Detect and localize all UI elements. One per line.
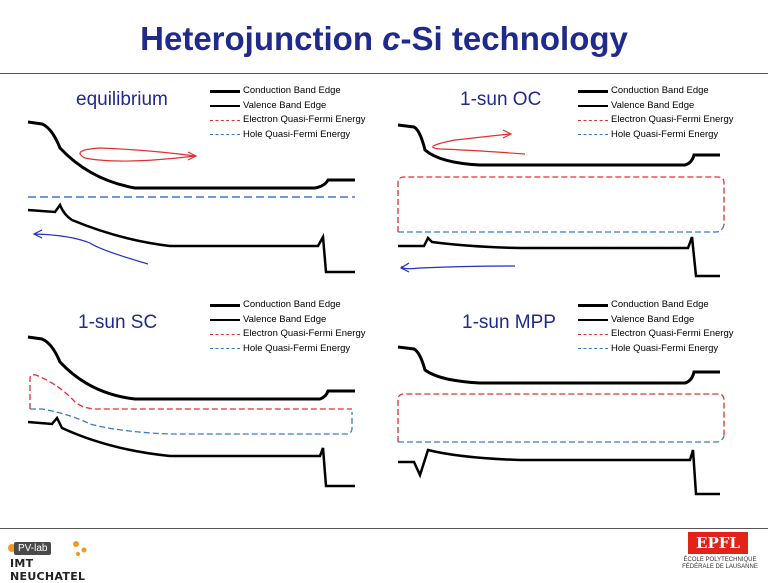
panel-label-oc: 1-sun OC — [460, 89, 542, 110]
electron-arrow — [79, 147, 196, 162]
legend-item: Hole Quasi-Fermi Energy — [210, 342, 365, 357]
panel-sc-diagram — [27, 335, 355, 488]
legend-item: Electron Quasi-Fermi Energy — [210, 113, 365, 128]
conduction-band-edge — [397, 123, 720, 167]
legend-equilibrium: Conduction Band Edge Valence Band Edge E… — [210, 84, 365, 142]
electron-arrow — [432, 133, 526, 155]
legend-item: Hole Quasi-Fermi Energy — [578, 342, 733, 357]
legend-item: Conduction Band Edge — [210, 298, 365, 313]
valence-band-edge — [27, 415, 355, 488]
hole-arrow-head — [32, 229, 43, 239]
footer-divider — [0, 528, 768, 529]
title-prefix: Heterojunction — [140, 20, 383, 57]
electron-quasi-fermi — [397, 176, 725, 232]
epfl-mark: EPFL — [688, 532, 748, 554]
electron-quasi-fermi — [29, 374, 352, 410]
hole-arrow — [34, 233, 149, 265]
panel-label-sc: 1-sun SC — [78, 312, 158, 333]
panel-mpp-diagram — [397, 345, 725, 496]
valence-band-edge — [27, 202, 355, 274]
page-title: Heterojunction c-Si technology — [0, 20, 768, 58]
title-suffix: -Si technology — [400, 20, 628, 57]
conduction-band-edge — [397, 345, 720, 385]
conduction-band-edge — [27, 120, 355, 190]
hole-quasi-fermi — [30, 408, 353, 435]
epfl-logo-icon: EPFL ÉCOLE POLYTECHNIQUE FÉDÉRALE DE LAU… — [678, 532, 764, 574]
epfl-text: ÉCOLE POLYTECHNIQUE FÉDÉRALE DE LAUSANNE — [682, 557, 758, 570]
electron-arrow-head — [502, 129, 513, 139]
legend-item: Hole Quasi-Fermi Energy — [578, 128, 733, 143]
legend-item: Conduction Band Edge — [578, 84, 733, 99]
panel-equilibrium-diagram — [27, 120, 355, 274]
legend-item: Electron Quasi-Fermi Energy — [578, 113, 733, 128]
legend-item: Valence Band Edge — [210, 313, 365, 328]
hole-quasi-fermi — [398, 435, 725, 443]
title-italic: c — [382, 20, 401, 57]
hole-arrow-head — [399, 262, 410, 273]
panel-oc-diagram — [397, 123, 725, 278]
legend-item: Hole Quasi-Fermi Energy — [210, 128, 365, 143]
electron-arrow-head — [187, 151, 198, 161]
hole-quasi-fermi — [398, 224, 725, 233]
legend-item: Valence Band Edge — [578, 313, 733, 328]
electron-quasi-fermi — [397, 393, 725, 442]
legend-item: Conduction Band Edge — [210, 84, 365, 99]
pvlab-text: PV-lab — [14, 542, 52, 555]
panel-label-equilibrium: equilibrium — [76, 89, 168, 110]
pvlab-logo-icon: PV-lab IMT NEUCHATEL — [6, 536, 96, 583]
legend-sc: Conduction Band Edge Valence Band Edge E… — [210, 298, 365, 356]
legend-item: Electron Quasi-Fermi Energy — [210, 327, 365, 342]
imt-text: IMT NEUCHATEL — [10, 557, 86, 583]
hole-arrow — [401, 265, 516, 270]
legend-oc: Conduction Band Edge Valence Band Edge E… — [578, 84, 733, 142]
legend-item: Valence Band Edge — [578, 99, 733, 114]
panel-label-mpp: 1-sun MPP — [462, 312, 556, 333]
legend-mpp: Conduction Band Edge Valence Band Edge E… — [578, 298, 733, 356]
valence-band-edge — [398, 235, 720, 278]
legend-item: Conduction Band Edge — [578, 298, 733, 313]
legend-item: Electron Quasi-Fermi Energy — [578, 327, 733, 342]
header-divider — [0, 73, 768, 74]
legend-item: Valence Band Edge — [210, 99, 365, 114]
conduction-band-edge — [27, 335, 355, 401]
valence-band-edge — [398, 448, 720, 496]
